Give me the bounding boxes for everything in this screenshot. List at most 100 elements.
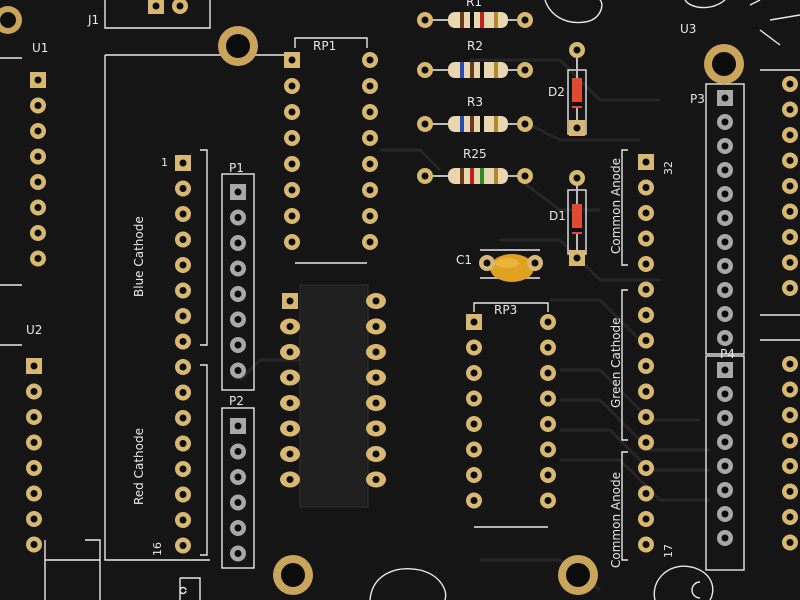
pad-hole — [786, 513, 794, 521]
pad-hole — [786, 208, 794, 215]
pad-hole — [179, 312, 187, 320]
pad-hole — [179, 159, 187, 167]
pad-hole — [30, 413, 38, 421]
pad-hole — [721, 118, 729, 126]
pad-hole — [721, 462, 729, 470]
pad-hole — [786, 462, 794, 470]
pad-hole — [642, 286, 650, 293]
right-header-outline — [760, 69, 800, 341]
refdes-j1: J1 — [87, 13, 99, 27]
resistor-r25 — [425, 168, 525, 184]
pad-hole — [234, 239, 242, 247]
red-cathode-bracket — [200, 364, 208, 556]
pad-hole — [234, 448, 242, 455]
pad-hole — [30, 439, 38, 446]
pad-hole — [286, 323, 294, 330]
refdes-rp3: RP3 — [494, 303, 517, 317]
pad-hole — [470, 395, 478, 402]
diode-d2 — [572, 50, 582, 128]
pad-hole — [721, 366, 729, 374]
pad-hole — [642, 337, 650, 344]
refdes-rp1: RP1 — [313, 39, 336, 53]
pad-hole — [642, 413, 650, 421]
diodes — [572, 50, 582, 258]
green-cathode-bracket — [621, 289, 628, 441]
pad-hole — [544, 369, 552, 377]
common-anode-bottom-label: Common Anode — [609, 472, 623, 568]
pad-hole — [421, 172, 429, 180]
pad-hole — [234, 214, 242, 221]
pin-32-label: 32 — [662, 161, 675, 175]
pad-hole — [721, 486, 729, 494]
pad-hole — [179, 287, 187, 294]
pad-hole — [721, 334, 729, 342]
pad-hole — [642, 260, 650, 268]
pad-hole — [372, 450, 380, 458]
pad-hole — [366, 212, 374, 220]
pad-hole — [642, 490, 650, 497]
refdes-r2: R2 — [467, 39, 483, 53]
blue-cathode-bracket — [200, 149, 208, 346]
pad-hole — [372, 297, 380, 305]
pad-hole — [642, 209, 650, 217]
p2-outline — [221, 407, 255, 569]
pad-hole — [234, 524, 242, 532]
pad-hole — [573, 254, 581, 262]
silkscreen-text: J1 U1 U2 U3 RP1 RP3 R1 R2 R3 R25 D2 D1 C… — [26, 0, 735, 568]
pad-hole — [372, 323, 380, 330]
pad-hole — [786, 437, 794, 444]
pad-hole — [286, 450, 294, 458]
pad-hole — [288, 160, 296, 168]
pad-hole — [234, 550, 242, 557]
pad-hole — [34, 102, 42, 109]
pad-hole — [642, 184, 650, 191]
j1-outline — [104, 0, 211, 29]
pad-hole — [234, 265, 242, 272]
pad-hole — [30, 464, 38, 472]
logo-bottom-right — [653, 565, 714, 600]
pad-hole — [366, 82, 374, 90]
pad-hole — [421, 120, 429, 128]
pad-hole — [573, 174, 581, 182]
pad-hole — [234, 499, 242, 506]
pad-hole — [286, 297, 294, 305]
pad-hole — [34, 76, 42, 84]
refdes-r1: R1 — [466, 0, 482, 9]
pad-hole — [573, 124, 581, 132]
refdes-d2: D2 — [548, 85, 565, 99]
logo-top-right — [544, 0, 603, 24]
pad-hole — [179, 440, 187, 447]
pad-hole — [521, 172, 529, 180]
pad-hole — [30, 541, 38, 548]
rp1-outline — [294, 37, 368, 264]
pad-hole — [642, 464, 650, 472]
pad-hole — [483, 259, 491, 267]
logo-bottom — [369, 568, 447, 600]
pad-hole — [642, 388, 650, 395]
pad-hole — [544, 471, 552, 479]
pad-hole — [786, 131, 794, 139]
logo-top-corner — [749, 0, 800, 46]
pad-hole — [372, 425, 380, 432]
logo-bottom-robot — [179, 577, 201, 600]
resistor-r3 — [425, 116, 525, 132]
pad-hole — [288, 108, 296, 116]
pad-hole — [721, 238, 729, 246]
pad-hole — [34, 204, 42, 211]
pad-hole — [721, 286, 729, 294]
pad-hole — [179, 491, 187, 498]
pad-hole — [179, 210, 187, 218]
pin-16-label: 16 — [151, 542, 164, 556]
pad-hole — [721, 166, 729, 174]
pad-hole — [470, 318, 478, 326]
pad-hole — [642, 515, 650, 523]
pad-hole — [786, 411, 794, 419]
pad-hole — [288, 212, 296, 220]
pad-hole — [470, 344, 478, 351]
resistors — [425, 12, 525, 184]
pad-hole — [372, 348, 380, 356]
pad-hole — [470, 497, 478, 504]
